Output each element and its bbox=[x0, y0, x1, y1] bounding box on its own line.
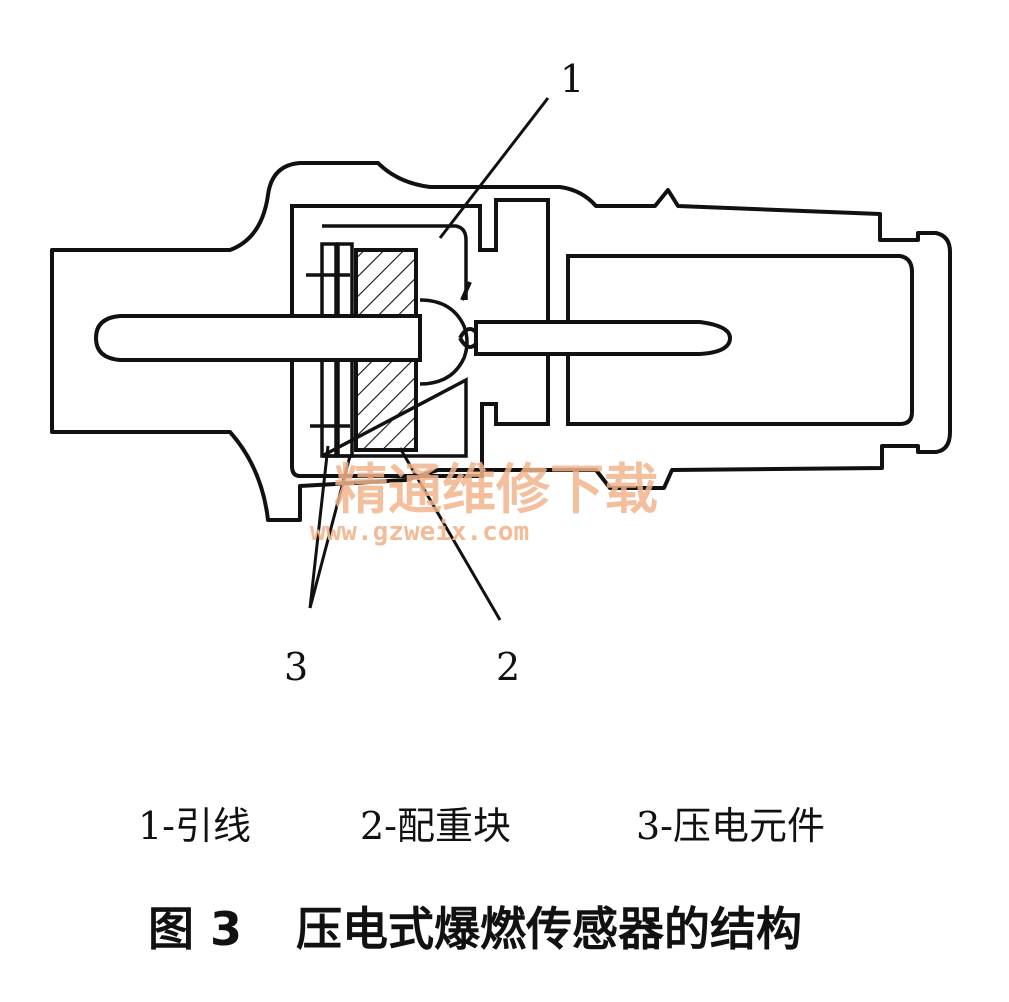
connector-cavity bbox=[566, 254, 914, 426]
leader-line-2 bbox=[398, 447, 502, 621]
inner-chamber-outer bbox=[290, 198, 550, 478]
legend-item-piezo-element: 3-压电元件 bbox=[636, 804, 826, 848]
legend-item-lead-wire: 1-引线 bbox=[138, 804, 252, 848]
legend-item-weight-block: 2-配重块 bbox=[360, 804, 512, 848]
leader-line-1 bbox=[438, 97, 550, 239]
leader-line-3a bbox=[308, 445, 330, 609]
watermark-url: www.gzweix.com bbox=[310, 517, 529, 547]
watermark-site-name: 精通维修下载 bbox=[334, 458, 658, 521]
left-pin bbox=[93, 314, 422, 362]
callout-2: 2 bbox=[496, 645, 520, 689]
callout-1: 1 bbox=[560, 57, 584, 101]
figure-title: 压电式爆燃传感器的结构 bbox=[296, 902, 802, 956]
leader-line-3b bbox=[308, 455, 352, 609]
callout-3: 3 bbox=[284, 645, 308, 689]
figure-number: 图 3 bbox=[148, 902, 243, 956]
right-pin bbox=[474, 320, 733, 356]
sensor-housing-outline bbox=[50, 161, 952, 522]
terminal-contact bbox=[419, 298, 469, 386]
